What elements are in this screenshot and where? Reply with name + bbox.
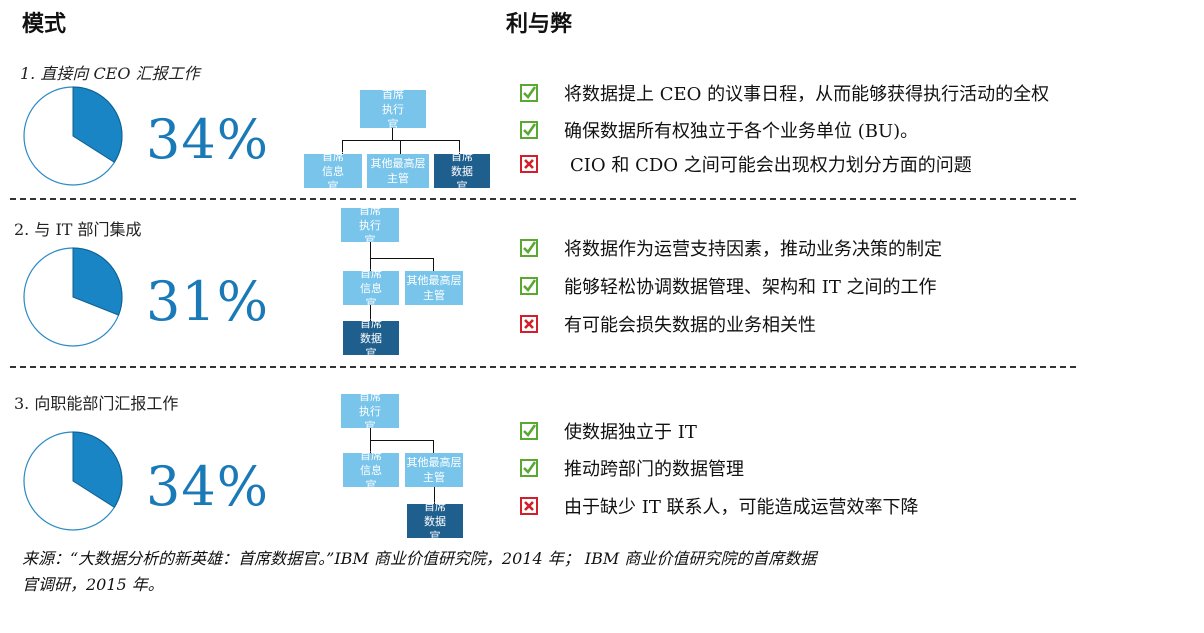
pro-point: 将数据提上 CEO 的议事日程，从而能够获得执行活动的全权	[520, 80, 1049, 106]
pie-slice	[72, 247, 123, 316]
org-connector	[370, 242, 371, 271]
org-box-ceo: 首席执行官	[341, 390, 399, 433]
model-1-percent: 34%	[146, 108, 270, 171]
pie-slice	[72, 86, 123, 163]
check-box-icon	[520, 277, 538, 295]
section-divider	[10, 366, 1076, 368]
check-box-icon	[520, 84, 538, 102]
pro-point: 将数据作为运营支持因素，推动业务决策的制定	[520, 235, 942, 261]
check-box-icon	[520, 121, 538, 139]
org-connector	[370, 440, 433, 441]
org-box-ceo: 首席执行官	[360, 88, 426, 131]
cross-box-icon	[520, 315, 538, 333]
model-2-title: 2. 与 IT 部门集成	[14, 220, 142, 239]
org-connector	[370, 305, 371, 321]
check-box-icon	[520, 239, 538, 257]
org-box-other-executives: 其他最高层主管	[367, 154, 429, 188]
org-box-cdo: 首席数据官	[434, 150, 490, 193]
check-box-icon	[520, 459, 538, 477]
org-box-cio: 首席信息官	[343, 449, 399, 492]
org-connector	[370, 258, 433, 259]
pro-point: 推动跨部门的数据管理	[520, 455, 744, 481]
source-note: 来源：“大数据分析的新英雄：首席数据官。”IBM 商业价值研究院，2014 年；…	[22, 546, 816, 598]
model-1-pie-chart	[23, 86, 123, 186]
models-header: 模式	[22, 12, 67, 37]
org-box-cio: 首席信息官	[343, 267, 399, 310]
org-connector	[400, 140, 401, 154]
con-point: 有可能会损失数据的业务相关性	[520, 311, 816, 337]
model-3-pie-chart	[23, 431, 123, 531]
pro-point: 使数据独立于 IT	[520, 418, 697, 444]
org-connector	[342, 140, 343, 154]
pro-point: 确保数据所有权独立于各个业务单位 (BU)。	[520, 117, 918, 143]
source-line-2: 官调研，2015 年。	[22, 575, 164, 594]
pros-cons-header: 利与弊	[506, 12, 573, 37]
con-point: CIO 和 CDO 之间可能会出现权力划分方面的问题	[520, 151, 972, 177]
model-2-pie-chart	[23, 247, 123, 347]
pie-slice	[72, 431, 123, 508]
section-divider	[10, 198, 1076, 200]
org-box-cio: 首席信息官	[304, 150, 362, 193]
org-box-other-executives: 其他最高层主管	[405, 271, 463, 305]
org-connector	[459, 140, 460, 154]
cross-box-icon	[520, 155, 538, 173]
org-connector	[433, 440, 434, 453]
org-box-cdo: 首席数据官	[343, 317, 399, 360]
con-point: 由于缺少 IT 联系人，可能造成运营效率下降	[520, 493, 919, 519]
org-box-ceo: 首席执行官	[341, 204, 399, 247]
org-connector	[433, 258, 434, 271]
org-connector	[392, 128, 393, 140]
model-1-title: 1. 直接向 CEO 汇报工作	[20, 64, 200, 83]
cross-box-icon	[520, 497, 538, 515]
org-connector	[434, 487, 435, 504]
pro-point: 能够轻松协调数据管理、架构和 IT 之间的工作	[520, 273, 937, 299]
model-3-title: 3. 向职能部门汇报工作	[14, 394, 179, 413]
check-box-icon	[520, 422, 538, 440]
source-line-1: 来源：“大数据分析的新英雄：首席数据官。”IBM 商业价值研究院，2014 年；…	[22, 549, 817, 568]
org-box-other-executives: 其他最高层主管	[405, 453, 463, 487]
model-3-percent: 34%	[146, 455, 270, 518]
model-2-percent: 31%	[146, 270, 270, 333]
org-box-cdo: 首席数据官	[407, 500, 463, 543]
